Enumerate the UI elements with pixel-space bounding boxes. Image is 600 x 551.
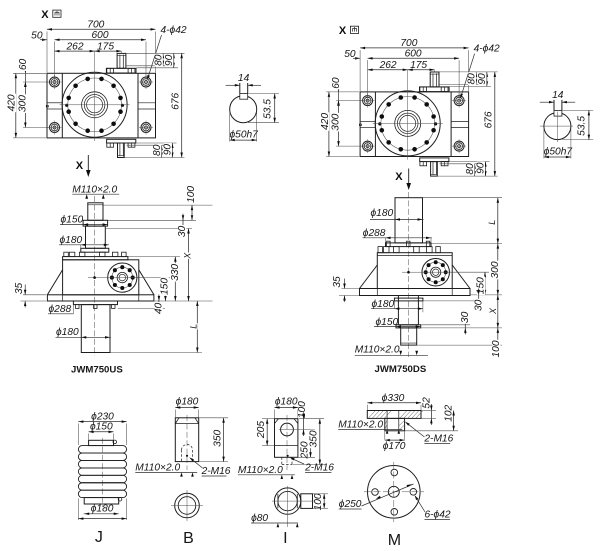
svg-text:80: 80 bbox=[153, 54, 164, 66]
svg-text:ϕ50h7: ϕ50h7 bbox=[544, 147, 573, 158]
svg-text:330: 330 bbox=[170, 264, 181, 281]
svg-text:100: 100 bbox=[297, 401, 308, 418]
svg-text:2-M16: 2-M16 bbox=[304, 463, 334, 474]
svg-text:350: 350 bbox=[212, 429, 223, 446]
svg-text:ϕ288: ϕ288 bbox=[49, 304, 72, 315]
svg-text:30: 30 bbox=[473, 299, 484, 311]
svg-text:6-ϕ42: 6-ϕ42 bbox=[425, 510, 451, 521]
svg-text:350: 350 bbox=[309, 430, 320, 447]
svg-text:L: L bbox=[487, 220, 497, 225]
svg-text:60: 60 bbox=[331, 77, 342, 89]
svg-text:50: 50 bbox=[31, 31, 43, 42]
svg-text:J: J bbox=[95, 529, 103, 546]
svg-text:ϕ180: ϕ180 bbox=[91, 503, 114, 514]
svg-text:90: 90 bbox=[476, 162, 487, 174]
svg-text:ϕ330: ϕ330 bbox=[382, 393, 405, 404]
svg-text:175: 175 bbox=[410, 60, 427, 71]
svg-text:300: 300 bbox=[331, 113, 342, 130]
svg-text:100: 100 bbox=[491, 340, 502, 357]
svg-text:262: 262 bbox=[66, 41, 84, 52]
svg-text:150: 150 bbox=[476, 277, 487, 294]
svg-text:35: 35 bbox=[14, 283, 25, 295]
svg-text:35: 35 bbox=[332, 276, 343, 288]
svg-text:14: 14 bbox=[552, 90, 564, 101]
svg-text:90: 90 bbox=[164, 54, 175, 66]
svg-text:ϕ170: ϕ170 bbox=[383, 441, 406, 452]
svg-text:M: M bbox=[388, 532, 401, 549]
svg-text:ϕ180: ϕ180 bbox=[56, 327, 79, 338]
svg-text:JWM750DS: JWM750DS bbox=[375, 364, 427, 375]
svg-text:ϕ180: ϕ180 bbox=[176, 397, 199, 408]
svg-text:ϕ250: ϕ250 bbox=[339, 499, 362, 510]
svg-text:60: 60 bbox=[18, 59, 29, 71]
svg-text:ϕ80: ϕ80 bbox=[251, 513, 268, 524]
svg-text:300: 300 bbox=[490, 261, 501, 278]
svg-text:53.5: 53.5 bbox=[262, 99, 273, 119]
svg-text:L: L bbox=[188, 324, 198, 329]
svg-text:M110×2.0: M110×2.0 bbox=[238, 465, 283, 476]
svg-text:M110×2.0: M110×2.0 bbox=[72, 184, 117, 195]
svg-text:2-M16: 2-M16 bbox=[423, 434, 453, 445]
svg-text:ϕ150: ϕ150 bbox=[376, 317, 399, 328]
svg-text:4-ϕ42: 4-ϕ42 bbox=[161, 25, 187, 36]
svg-text:676: 676 bbox=[483, 111, 494, 128]
svg-text:700: 700 bbox=[400, 38, 417, 49]
svg-text:250: 250 bbox=[300, 441, 311, 459]
svg-text:100: 100 bbox=[186, 186, 197, 203]
svg-text:14: 14 bbox=[238, 73, 250, 84]
svg-text:M110×2.0: M110×2.0 bbox=[355, 345, 400, 356]
svg-text:4-ϕ42: 4-ϕ42 bbox=[474, 44, 500, 55]
svg-text:52: 52 bbox=[421, 397, 432, 409]
svg-text:150: 150 bbox=[159, 278, 170, 295]
svg-text:M110×2.0: M110×2.0 bbox=[135, 463, 180, 474]
svg-text:80: 80 bbox=[465, 163, 476, 175]
svg-text:205: 205 bbox=[256, 421, 267, 439]
svg-text:X: X bbox=[41, 9, 49, 21]
svg-text:ϕ150: ϕ150 bbox=[90, 421, 113, 432]
svg-text:ϕ288: ϕ288 bbox=[363, 228, 386, 239]
svg-text:ϕ180: ϕ180 bbox=[60, 235, 83, 246]
svg-text:I: I bbox=[283, 530, 287, 547]
svg-text:50: 50 bbox=[344, 49, 356, 60]
svg-text:X: X bbox=[339, 25, 347, 37]
svg-text:676: 676 bbox=[170, 92, 181, 109]
svg-text:JWM750US: JWM750US bbox=[71, 364, 123, 375]
svg-text:90: 90 bbox=[477, 73, 488, 85]
svg-text:ϕ180: ϕ180 bbox=[371, 208, 394, 219]
svg-text:ϕ230: ϕ230 bbox=[91, 411, 114, 422]
svg-text:420: 420 bbox=[7, 94, 18, 111]
svg-text:175: 175 bbox=[97, 41, 114, 52]
svg-text:ϕ50h7: ϕ50h7 bbox=[230, 130, 259, 141]
svg-text:262: 262 bbox=[379, 60, 397, 71]
svg-text:M110×2.0: M110×2.0 bbox=[338, 420, 383, 431]
svg-text:ϕ180: ϕ180 bbox=[275, 397, 298, 408]
svg-text:X: X bbox=[182, 252, 192, 260]
svg-text:600: 600 bbox=[92, 30, 109, 41]
svg-text:100: 100 bbox=[313, 493, 324, 510]
svg-text:30: 30 bbox=[460, 311, 471, 323]
svg-text:420: 420 bbox=[320, 113, 331, 130]
svg-text:102: 102 bbox=[444, 404, 455, 421]
svg-text:X: X bbox=[76, 160, 84, 172]
svg-text:X: X bbox=[395, 171, 403, 183]
svg-text:ϕ180: ϕ180 bbox=[372, 299, 395, 310]
svg-text:X: X bbox=[488, 307, 498, 315]
svg-text:80: 80 bbox=[467, 73, 478, 85]
svg-text:ϕ150: ϕ150 bbox=[61, 215, 84, 226]
svg-text:40: 40 bbox=[153, 303, 164, 315]
svg-text:53.5: 53.5 bbox=[576, 116, 587, 136]
svg-text:90: 90 bbox=[162, 144, 173, 156]
svg-text:30: 30 bbox=[177, 226, 188, 238]
svg-text:600: 600 bbox=[405, 49, 422, 60]
svg-text:2-M16: 2-M16 bbox=[201, 466, 231, 477]
svg-text:B: B bbox=[183, 530, 194, 547]
svg-text:700: 700 bbox=[87, 19, 104, 30]
svg-text:80: 80 bbox=[152, 144, 163, 156]
svg-text:300: 300 bbox=[18, 95, 29, 112]
